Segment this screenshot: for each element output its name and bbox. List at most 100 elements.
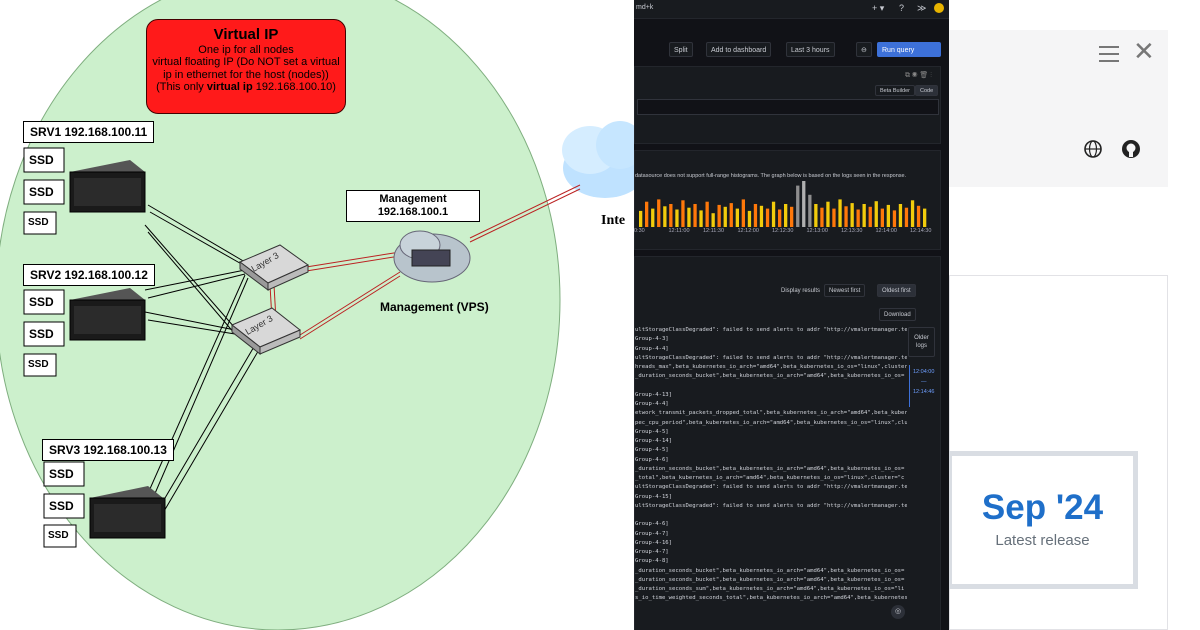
log-line[interactable]: ultStorageClassDegraded": failed to send… (635, 354, 907, 361)
log-line[interactable]: Group-4-13] (635, 391, 673, 398)
log-line[interactable]: Group-4-6] (635, 521, 669, 528)
log-line[interactable]: Group-4-4] (635, 345, 669, 352)
server-rack-srv1-icon (69, 160, 146, 213)
log-line[interactable]: Group-4-8] (635, 558, 669, 565)
histogram-bar (784, 204, 788, 227)
query-input[interactable] (637, 99, 939, 115)
add-to-dashboard-button[interactable]: Add to dashboard (706, 42, 772, 57)
log-line[interactable]: _duration_seconds_bucket",beta_kubernete… (635, 567, 905, 574)
log-line[interactable]: ultStorageClassDegraded": failed to send… (635, 484, 907, 491)
news-icon[interactable]: ≫ (917, 3, 927, 13)
log-line[interactable]: Group-4-7] (635, 549, 669, 555)
newest-first-button[interactable]: Newest first (824, 284, 866, 297)
time-tick: 12:12:30 (772, 228, 794, 234)
avatar[interactable] (934, 3, 944, 13)
timeline-bar (909, 365, 910, 407)
histogram-bar (759, 205, 764, 227)
histogram-bar (699, 210, 703, 227)
log-line[interactable]: Group-4-4] (635, 401, 669, 407)
globe-icon[interactable] (1083, 139, 1103, 159)
builder-tab[interactable]: Beta Builder (875, 85, 915, 96)
virtual-ip-box: Virtual IP One ip for all nodes virtual … (146, 19, 346, 114)
histogram-bar (790, 206, 794, 227)
ssd-label: SSD (49, 467, 74, 481)
time-tick: 12:12:00 (737, 228, 759, 234)
zoom-out-icon[interactable]: ⊖ (856, 42, 872, 57)
timeline-sep: — (921, 379, 927, 385)
log-line[interactable]: _total",beta_kubernetes_io_arch="amd64",… (635, 475, 905, 481)
query-row-icons[interactable]: ⧉ ◉ 🗑 ⋮ (904, 72, 932, 79)
log-line[interactable]: Group-4-15] (635, 493, 673, 500)
log-line[interactable]: Group-4-14] (635, 438, 673, 444)
help-icon[interactable]: ? (899, 3, 905, 13)
histogram-bar (717, 204, 721, 227)
histogram-notice: datasource does not support full-range h… (635, 173, 907, 179)
server-rack-srv3-icon (89, 486, 166, 539)
release-date: Sep '24 (981, 488, 1104, 527)
download-button[interactable]: Download (879, 308, 916, 321)
histogram-bar (832, 208, 836, 227)
log-line[interactable]: _duration_seconds_bucket",beta_kubernete… (635, 465, 905, 472)
older-logs-button[interactable]: Older logs (908, 327, 935, 357)
histogram-bar (910, 200, 915, 227)
histogram-bar (663, 206, 667, 227)
log-line[interactable]: pec_cpu_period",beta_kubernetes_io_arch=… (635, 419, 907, 426)
time-range-picker[interactable]: Last 3 hours (786, 42, 835, 57)
query-editor: ⧉ ◉ 🗑 ⋮ Beta Builder Code (634, 66, 941, 144)
log-line[interactable]: etwork_transmit_packets_dropped_total",b… (635, 410, 907, 417)
log-line[interactable]: Group-4-3] (635, 336, 669, 343)
scroll-to-top-icon[interactable]: ◎ (891, 605, 905, 619)
time-tick: 12:13:00 (806, 228, 828, 234)
histogram-bar (645, 201, 649, 227)
search-shortcut-hint: md+k (636, 4, 654, 11)
hamburger-icon[interactable] (1099, 46, 1119, 62)
histogram-bar (723, 206, 727, 227)
close-icon[interactable]: ✕ (1133, 36, 1155, 66)
logs-volume-panel: datasource does not support full-range h… (634, 150, 941, 250)
histogram-bar (880, 208, 884, 227)
log-line[interactable]: Group-4-5] (635, 447, 669, 454)
timeline-end: 12:14:46 (913, 389, 935, 395)
log-line[interactable]: ultStorageClassDegraded": failed to send… (635, 327, 907, 333)
histogram-bar (771, 201, 776, 227)
histogram-bar (850, 203, 854, 227)
log-line[interactable]: _duration_seconds_bucket",beta_kubernete… (635, 373, 905, 380)
log-line[interactable]: Group-4-6] (635, 456, 669, 463)
split-button[interactable]: Split (669, 42, 693, 57)
histogram-bar (741, 199, 745, 227)
log-line[interactable]: Group-4-16] (635, 539, 673, 546)
run-query-button[interactable]: Run query (877, 42, 941, 57)
log-line[interactable]: Group-4-7] (635, 530, 669, 537)
histogram-bar (886, 204, 890, 227)
code-tab[interactable]: Code (915, 85, 939, 96)
management-ip-box: Management 192.168.100.1 (346, 190, 480, 222)
vip-title: Virtual IP (213, 26, 279, 43)
github-icon[interactable] (1121, 139, 1141, 159)
histogram-bar (802, 181, 806, 227)
time-tick: 0:30 (634, 228, 645, 234)
log-line[interactable]: ultStorageClassDegraded": failed to send… (635, 502, 907, 509)
histogram-bar (753, 204, 758, 227)
vip-line-1: One ip for all nodes (198, 43, 294, 56)
logs-panel: Display results Newest first Oldest firs… (634, 256, 941, 630)
diagram-canvas (0, 0, 634, 630)
histogram-bar (796, 185, 800, 227)
add-icon[interactable]: + ▾ (872, 3, 885, 13)
project-website: ✕ Sep '24 Latest release (949, 0, 1200, 630)
log-line[interactable]: Group-4-5] (635, 428, 669, 435)
log-line[interactable]: hreads_max",beta_kubernetes_io_arch="amd… (635, 364, 907, 370)
log-line[interactable]: _duration_seconds_sum",beta_kubernetes_i… (635, 586, 905, 592)
histogram-bar (687, 207, 691, 227)
top-nav: md+k + ▾ ? ≫ (634, 0, 949, 19)
ssd-label: SSD (29, 295, 54, 309)
oldest-first-button[interactable]: Oldest first (877, 284, 916, 297)
time-tick: 12:11:00 (668, 228, 690, 234)
histogram-bar (693, 204, 697, 227)
histogram-bar (892, 210, 897, 227)
log-line[interactable]: _duration_seconds_bucket",beta_kubernete… (635, 576, 905, 583)
log-line[interactable]: s_io_time_weighted_seconds_total",beta_k… (635, 595, 907, 602)
ssd-label: SSD (29, 185, 54, 199)
latest-release-stat: Sep '24 Latest release (949, 451, 1138, 589)
time-tick: 12:13:30 (841, 228, 863, 234)
timeline-start: 12:04:00 (913, 369, 935, 375)
